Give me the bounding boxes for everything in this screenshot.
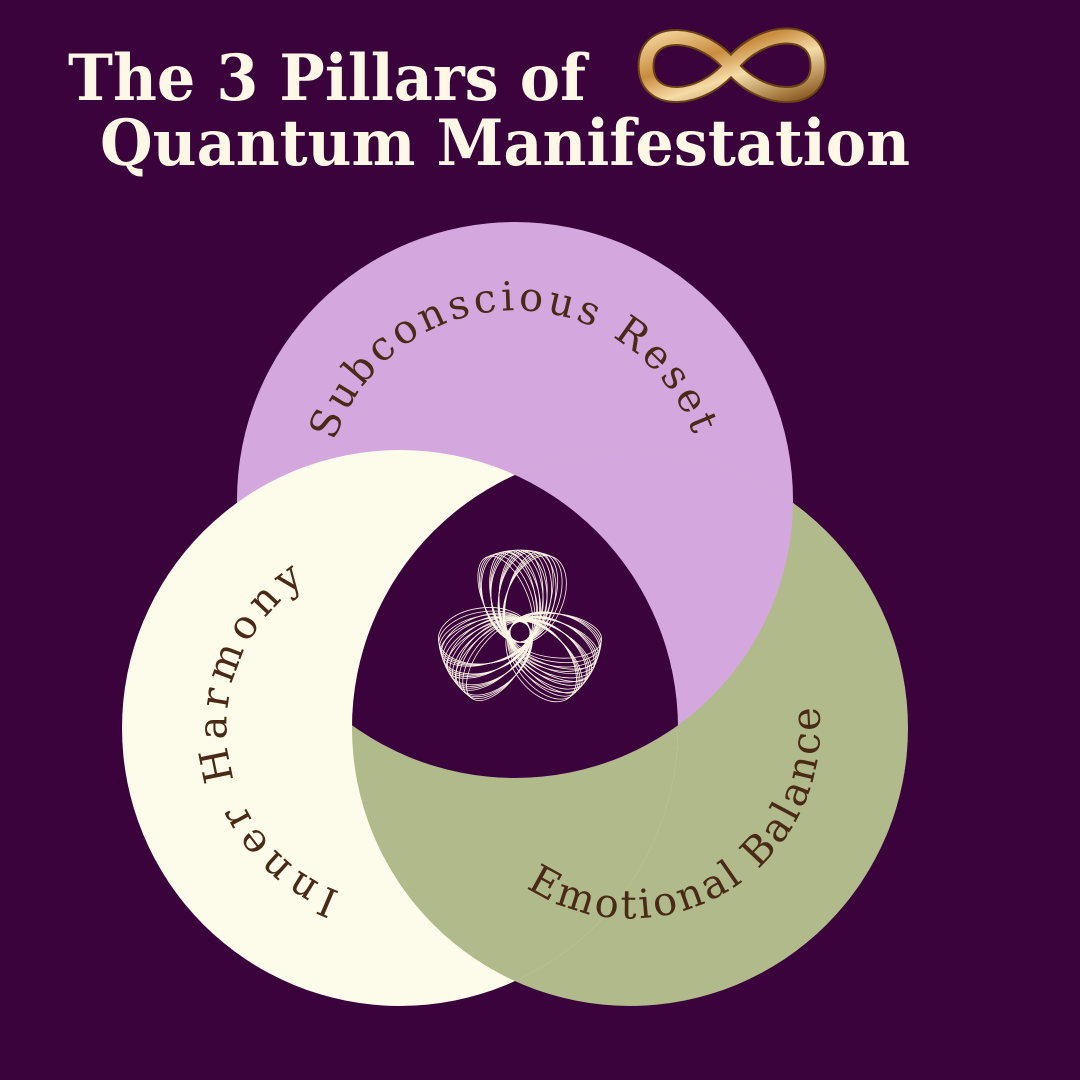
infinity-icon bbox=[637, 27, 827, 103]
spirograph-trefoil-icon bbox=[437, 549, 603, 703]
title-line-2: Quantum Manifestation bbox=[100, 106, 910, 181]
title-line-1: The 3 Pillars of bbox=[68, 41, 589, 116]
center-intersection bbox=[352, 450, 678, 778]
